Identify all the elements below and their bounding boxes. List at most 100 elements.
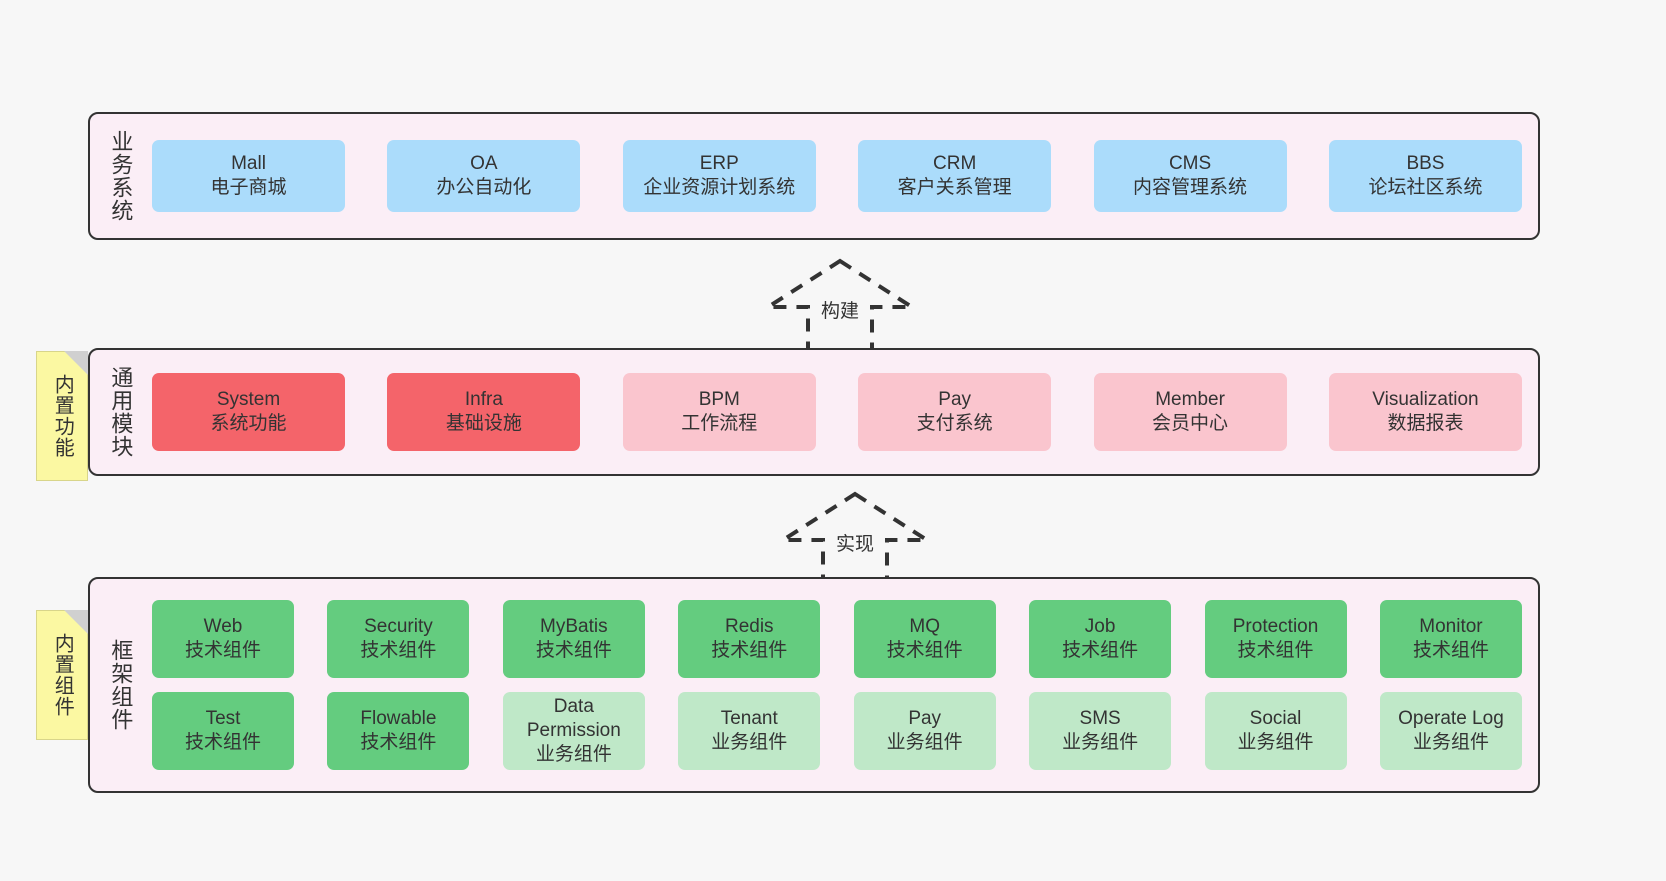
box-security-cn: 技术组件: [360, 640, 437, 661]
box-flowable-en: Flowable: [360, 707, 437, 729]
box-mall[interactable]: Mall 电子商城: [152, 140, 345, 212]
box-oa-cn: 办公自动化: [436, 177, 532, 198]
layer-framework-body: Web 技术组件 Security 技术组件 MyBatis 技术组件 Redi…: [140, 579, 1538, 791]
box-sms-cn: 业务组件: [1062, 732, 1139, 753]
box-visualization[interactable]: Visualization 数据报表: [1328, 373, 1522, 451]
box-data-permission-cn: 业务组件: [535, 744, 612, 766]
box-crm[interactable]: CRM 客户关系管理: [858, 140, 1052, 212]
box-mybatis[interactable]: MyBatis 技术组件: [502, 600, 645, 678]
box-system-en: System: [216, 388, 281, 410]
box-tenant-en: Tenant: [720, 707, 778, 729]
box-cms-en: CMS: [1168, 152, 1212, 174]
box-social[interactable]: Social 业务组件: [1204, 692, 1347, 770]
box-sms[interactable]: SMS 业务组件: [1029, 692, 1172, 770]
layer-business-systems: 业务系统 Mall 电子商城 OA 办公自动化 ERP 企业资源计划系统 CRM…: [88, 112, 1540, 240]
note-builtin-features: 内置功能: [36, 351, 88, 481]
box-flowable-cn: 技术组件: [360, 732, 437, 753]
box-test[interactable]: Test 技术组件: [152, 692, 294, 770]
box-system[interactable]: System 系统功能: [152, 373, 345, 451]
box-oa[interactable]: OA 办公自动化: [387, 140, 581, 212]
box-member-cn: 会员中心: [1152, 413, 1229, 434]
box-flowable[interactable]: Flowable 技术组件: [327, 692, 470, 770]
box-infra[interactable]: Infra 基础设施: [387, 373, 581, 451]
box-tenant[interactable]: Tenant 业务组件: [678, 692, 821, 770]
arrow-implement: 实现: [775, 488, 935, 588]
box-crm-en: CRM: [933, 152, 977, 174]
box-web-en: Web: [203, 615, 243, 637]
box-web-cn: 技术组件: [184, 640, 261, 661]
box-visualization-en: Visualization: [1372, 388, 1479, 410]
box-cms[interactable]: CMS 内容管理系统: [1093, 140, 1287, 212]
box-redis[interactable]: Redis 技术组件: [678, 600, 821, 678]
note-builtin-components: 内置组件: [36, 610, 88, 740]
box-crm-cn: 客户关系管理: [897, 177, 1012, 198]
box-monitor-cn: 技术组件: [1412, 640, 1489, 661]
layer-framework-title: 框架组件: [108, 639, 134, 731]
box-web[interactable]: Web 技术组件: [152, 600, 294, 678]
layer-framework-components: 框架组件 Web 技术组件 Security 技术组件 MyBatis 技术组件…: [88, 577, 1540, 793]
layer-modules-body: System 系统功能 Infra 基础设施 BPM 工作流程 Pay 支付系统…: [140, 350, 1538, 474]
box-data-permission-en: Data Permission: [526, 695, 621, 741]
box-mq[interactable]: MQ 技术组件: [853, 600, 996, 678]
box-bpm-en: BPM: [698, 388, 740, 410]
box-infra-cn: 基础设施: [445, 413, 522, 434]
box-job-cn: 技术组件: [1062, 640, 1139, 661]
box-mq-cn: 技术组件: [886, 640, 963, 661]
box-bpm[interactable]: BPM 工作流程: [622, 373, 816, 451]
box-monitor-en: Monitor: [1419, 615, 1483, 637]
box-pay-component-en: Pay: [908, 707, 942, 729]
box-bpm-cn: 工作流程: [681, 413, 758, 434]
box-bbs[interactable]: BBS 论坛社区系统: [1328, 140, 1522, 212]
box-operate-log-en: Operate Log: [1398, 707, 1504, 729]
box-redis-en: Redis: [724, 615, 774, 637]
box-system-cn: 系统功能: [210, 413, 287, 434]
box-monitor[interactable]: Monitor 技术组件: [1379, 600, 1522, 678]
box-security[interactable]: Security 技术组件: [327, 600, 470, 678]
box-protection[interactable]: Protection 技术组件: [1204, 600, 1347, 678]
box-member[interactable]: Member 会员中心: [1093, 373, 1287, 451]
box-erp-cn: 企业资源计划系统: [643, 177, 796, 198]
layer-business-title: 业务系统: [108, 130, 134, 222]
box-mall-cn: 电子商城: [210, 177, 287, 198]
layer-modules-title: 通用模块: [108, 366, 134, 458]
box-bbs-cn: 论坛社区系统: [1368, 177, 1483, 198]
box-social-cn: 业务组件: [1237, 732, 1314, 753]
box-pay-module-en: Pay: [938, 388, 972, 410]
box-tenant-cn: 业务组件: [711, 732, 788, 753]
box-job[interactable]: Job 技术组件: [1029, 600, 1172, 678]
box-member-en: Member: [1155, 388, 1225, 410]
box-mq-en: MQ: [909, 615, 940, 637]
box-job-en: Job: [1084, 615, 1116, 637]
framework-row-1: Web 技术组件 Security 技术组件 MyBatis 技术组件 Redi…: [152, 600, 1522, 678]
layer-business-body: Mall 电子商城 OA 办公自动化 ERP 企业资源计划系统 CRM 客户关系…: [140, 114, 1538, 238]
box-pay-module-cn: 支付系统: [916, 413, 993, 434]
box-mybatis-cn: 技术组件: [535, 640, 612, 661]
box-oa-en: OA: [470, 152, 498, 174]
box-mall-en: Mall: [231, 152, 266, 174]
box-redis-cn: 技术组件: [711, 640, 788, 661]
box-cms-cn: 内容管理系统: [1133, 177, 1248, 198]
box-protection-cn: 技术组件: [1237, 640, 1314, 661]
box-erp[interactable]: ERP 企业资源计划系统: [622, 140, 816, 212]
box-mybatis-en: MyBatis: [540, 615, 608, 637]
box-pay-component-cn: 业务组件: [886, 732, 963, 753]
box-pay-component[interactable]: Pay 业务组件: [853, 692, 996, 770]
box-security-en: Security: [364, 615, 433, 637]
box-protection-en: Protection: [1232, 615, 1319, 637]
box-bbs-en: BBS: [1406, 152, 1445, 174]
framework-row-2: Test 技术组件 Flowable 技术组件 Data Permission …: [152, 692, 1522, 770]
box-data-permission[interactable]: Data Permission 业务组件: [502, 692, 645, 770]
box-pay-module[interactable]: Pay 支付系统: [858, 373, 1052, 451]
box-social-en: Social: [1249, 707, 1302, 729]
box-test-cn: 技术组件: [184, 732, 261, 753]
box-operate-log-cn: 业务组件: [1412, 732, 1489, 753]
box-test-en: Test: [205, 707, 241, 729]
layer-common-modules: 通用模块 System 系统功能 Infra 基础设施 BPM 工作流程 Pay…: [88, 348, 1540, 476]
arrow-build-icon: [761, 258, 919, 353]
box-erp-en: ERP: [699, 152, 739, 174]
arrow-build: 构建: [760, 255, 920, 355]
box-operate-log[interactable]: Operate Log 业务组件: [1379, 692, 1522, 770]
arrow-implement-icon: [776, 491, 934, 586]
modules-row: System 系统功能 Infra 基础设施 BPM 工作流程 Pay 支付系统…: [152, 373, 1522, 451]
